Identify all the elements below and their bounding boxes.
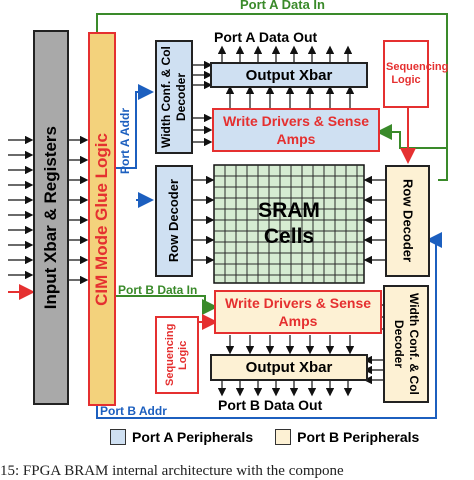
wd-a-up-arrows — [225, 85, 355, 108]
width-conf-a-arrows — [193, 60, 213, 147]
row-decoder-b-label: Row Decoder — [400, 179, 416, 263]
xbar-to-glue-arrows — [69, 135, 89, 285]
write-drivers-sense-amps-a: Write Drivers & Sense Amps — [212, 108, 380, 152]
port-b-data-in-label: Port B Data In — [118, 283, 198, 297]
glue-logic-label: CIM Mode Glue Logic — [92, 132, 111, 306]
input-xbar-registers-block: Input Xbar & Registers — [33, 30, 69, 405]
port-a-addr-wire — [116, 84, 154, 169]
sram-cells-label: SRAM Cells — [258, 199, 320, 248]
row-decoder-a-label: Row Decoder — [166, 179, 181, 263]
write-drivers-sense-amps-b: Write Drivers & Sense Amps — [214, 290, 382, 334]
width-conf-a-label: Width Conf. & Col Decoder — [159, 46, 188, 148]
figure-caption: 15: FPGA BRAM internal architecture with… — [0, 463, 344, 479]
legend-port-a-label: Port A Peripherals — [132, 429, 254, 445]
width-conf-col-decoder-a: Width Conf. & Col Decoder — [155, 40, 193, 154]
output-xbar-a: Output Xbar — [210, 62, 368, 88]
input-xbar-label: Input Xbar & Registers — [41, 125, 60, 310]
port-b-addr-wire — [96, 232, 442, 419]
output-xbar-b-down-arrows — [217, 381, 353, 397]
cim-glue-logic-block: CIM Mode Glue Logic — [88, 32, 116, 406]
output-xbar-a-up-arrows — [217, 45, 353, 62]
port-a-data-in-wire — [96, 13, 448, 181]
write-drivers-b-label: Write Drivers & Sense Amps — [224, 295, 372, 329]
write-drivers-a-label: Write Drivers & Sense Amps — [222, 113, 370, 147]
output-xbar-b-label: Output Xbar — [245, 359, 333, 376]
width-conf-col-decoder-b: Width Conf. & Col Decoder — [383, 285, 429, 403]
sequencing-a-label: Sequencing Logic — [386, 61, 449, 86]
row-decoder-a: Row Decoder — [155, 165, 193, 277]
legend: Port A Peripherals Port B Peripherals — [110, 429, 419, 445]
sequencing-b-label: Sequencing Logic — [164, 323, 189, 387]
output-xbar-b: Output Xbar — [210, 354, 368, 381]
row-dec-b-arrows — [363, 175, 385, 265]
sram-array — [213, 164, 365, 284]
port-b-data-out-label: Port B Data Out — [218, 397, 323, 413]
row-dec-a-arrows — [193, 175, 215, 265]
sram-cells-label-box: SRAM Cells — [214, 165, 364, 283]
port-a-data-out-label: Port A Data Out — [214, 29, 318, 45]
port-b-data-in-wire — [116, 295, 218, 315]
sequencing-logic-a: Sequencing Logic — [383, 40, 449, 108]
sequencing-logic-b: Sequencing Logic — [155, 316, 199, 394]
input-arrows — [8, 135, 34, 280]
legend-port-b-label: Port B Peripherals — [297, 429, 420, 445]
port-a-addr-label: Port A Addr — [118, 108, 132, 174]
wd-b-down-arrows — [225, 335, 355, 355]
row-decoder-b: Row Decoder — [385, 165, 430, 277]
port-a-data-in-label: Port A Data In — [240, 0, 325, 12]
width-conf-b-label: Width Conf. & Col Decoder — [392, 293, 421, 395]
port-b-addr-label: Port B Addr — [100, 404, 167, 418]
output-xbar-a-label: Output Xbar — [245, 66, 333, 84]
legend-swatch-port-a — [110, 429, 126, 445]
legend-swatch-port-b — [275, 429, 292, 445]
port-a-data-in-to-wd — [376, 124, 447, 149]
